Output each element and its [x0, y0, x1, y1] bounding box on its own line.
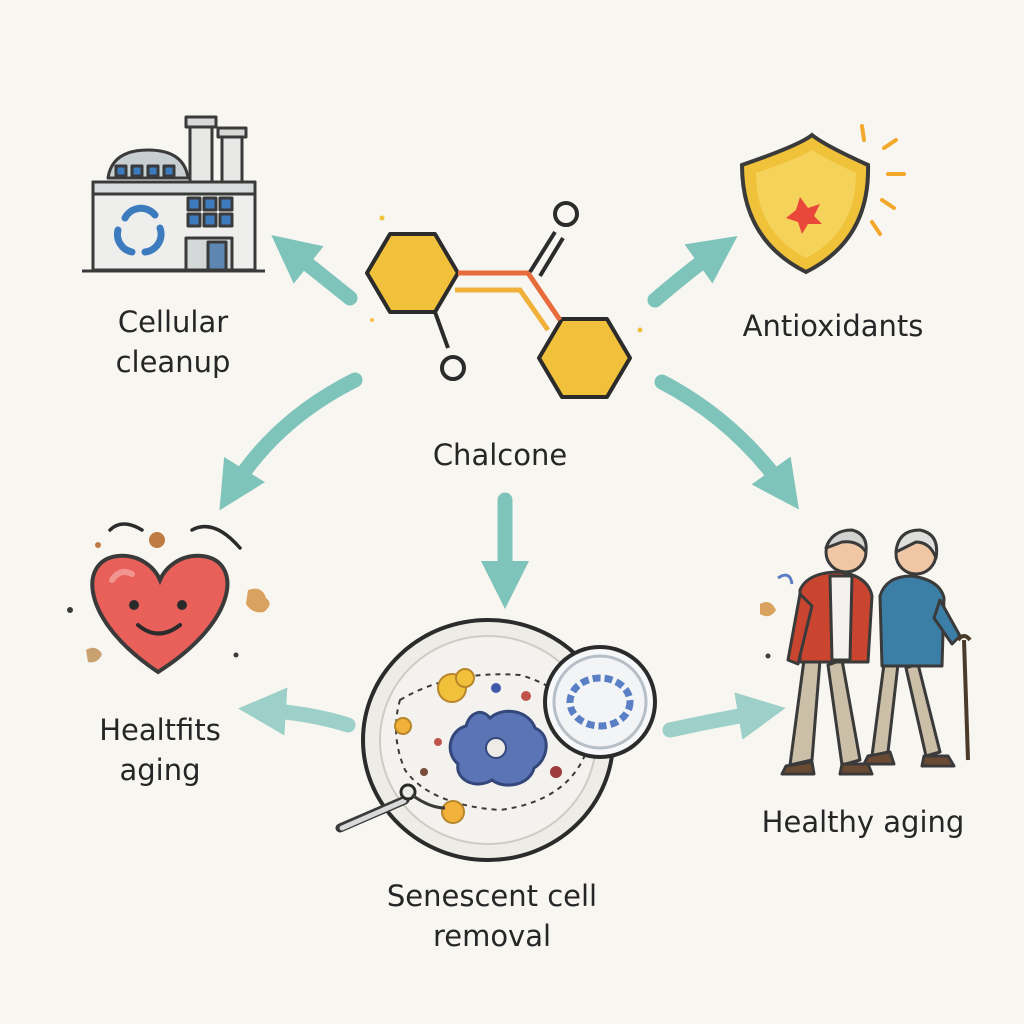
- arrow-senescent-to-healthy: [662, 692, 786, 740]
- flow-arrows: [219, 235, 799, 740]
- antioxidants-line-1: Antioxidants: [742, 309, 924, 343]
- cellular-cleanup-line-1: Cellular: [117, 305, 229, 339]
- shield-icon: [739, 124, 906, 275]
- recycle-icon: [114, 204, 165, 256]
- antioxidants-label: Antioxidants: [718, 306, 948, 346]
- magnifier-icon: [543, 645, 657, 759]
- senescent-line-2: removal: [432, 919, 552, 953]
- healthy-aging-line-1: Healthy aging: [761, 805, 965, 839]
- arrow-to-cleanup: [271, 235, 358, 306]
- elderly-couple-icon: [760, 528, 972, 776]
- healthy-aging-label: Healthy aging: [738, 802, 988, 842]
- cell-petri-icon: [335, 618, 657, 862]
- arrow-to-healthy: [654, 374, 799, 510]
- factory-recycle-icon: [82, 115, 265, 273]
- senescent-label: Senescent cell removal: [362, 876, 622, 956]
- cellular-cleanup-line-2: cleanup: [115, 345, 231, 379]
- chalcone-molecule-icon: [365, 201, 643, 399]
- heart-label: Healtfits aging: [70, 710, 250, 790]
- senescent-line-1: Senescent cell: [386, 879, 598, 913]
- heart-line-2: aging: [119, 753, 201, 787]
- chalcone-label: Chalcone: [400, 435, 600, 475]
- chalcone-label-text: Chalcone: [432, 438, 568, 472]
- arrow-to-heart: [219, 372, 363, 511]
- arrow-senescent-to-heart: [238, 687, 356, 736]
- heart-line-1: Healtfits: [99, 713, 221, 747]
- cellular-cleanup-label: Cellular cleanup: [88, 302, 258, 382]
- heart-face-icon: [67, 522, 270, 675]
- nucleus-icon: [448, 709, 548, 787]
- arrow-to-antioxidants: [647, 236, 738, 308]
